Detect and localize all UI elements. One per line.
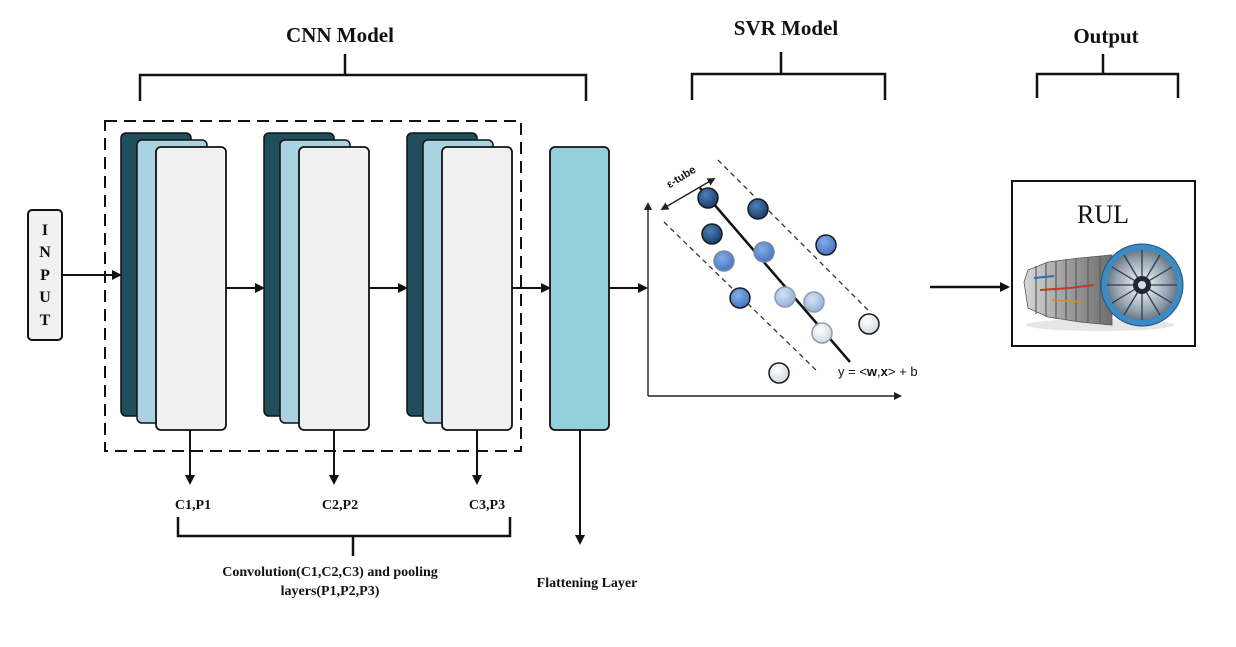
data-point [774,286,796,308]
conv-pool-caption-line1: Convolution(C1,C2,C3) and pooling [222,565,438,580]
svr-plot: ε-tube y = <w,x> + b [644,159,918,400]
data-point [753,241,775,263]
data-point [747,198,769,220]
data-point [815,234,837,256]
data-point [811,322,833,344]
jet-engine-icon [1023,243,1184,331]
flattening-layer-block [549,146,610,431]
svr-bracket [690,52,887,100]
data-point [701,223,723,245]
input-letter: T [40,312,51,329]
flattening-layer-label: Flattening Layer [537,576,638,591]
cnn-dashed-frame [104,120,522,452]
c1p1-label: C1,P1 [175,498,211,513]
cnn-model-heading: CNN Model [286,23,394,47]
output-bracket [1035,54,1180,98]
input-letter: U [39,289,51,306]
layer-stack-1 [120,132,227,431]
conv-pool-bracket [176,517,512,556]
regression-equation: y = <w,x> + b [838,364,918,379]
data-point [729,287,751,309]
stack-front-layer [155,146,227,431]
input-letter: P [40,267,50,284]
data-point [768,362,790,384]
output-heading: Output [1073,24,1138,48]
conv-pool-caption-line2: layers(P1,P2,P3) [281,584,380,599]
input-letter: N [39,244,51,261]
data-point [803,291,825,313]
c3p3-label: C3,P3 [469,498,505,513]
data-point [713,250,735,272]
layer-stack-3 [406,132,513,431]
layer-stack-2 [263,132,370,431]
stack-front-layer [298,146,370,431]
data-point [858,313,880,335]
input-letter: I [42,222,48,239]
rul-label: RUL [1077,200,1129,229]
cnn-bracket [138,54,588,101]
data-point [697,187,719,209]
epsilon-tube-label: ε-tube [665,164,699,191]
epsilon-tube-arrow [660,177,716,211]
c2p2-label: C2,P2 [322,498,358,513]
stack-front-layer [441,146,513,431]
svr-model-heading: SVR Model [734,16,839,40]
